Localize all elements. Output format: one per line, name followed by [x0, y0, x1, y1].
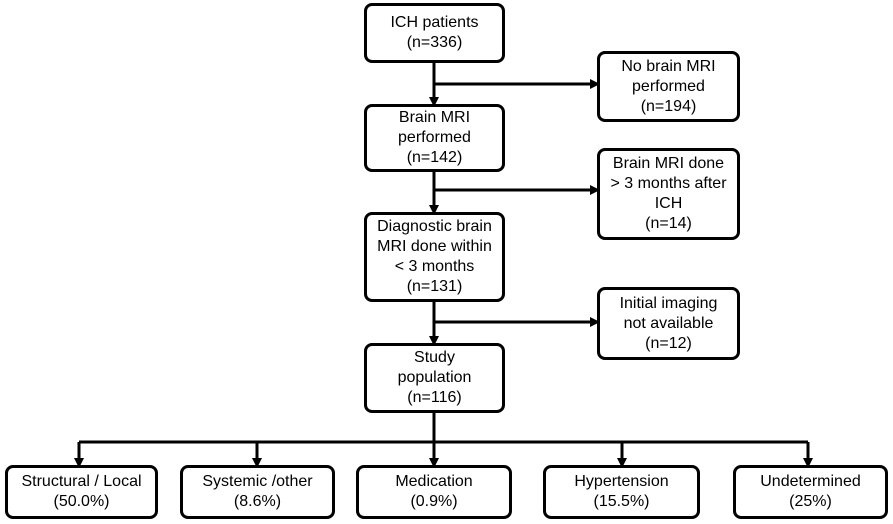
box-brain-mri-performed: Brain MRI performed (n=142) [364, 104, 505, 172]
box-diagnostic-mri-text: Diagnostic brain MRI done within < 3 mon… [377, 218, 492, 295]
box-structural-local-text: Structural / Local (50.0%) [21, 473, 142, 510]
box-diagnostic-mri: Diagnostic brain MRI done within < 3 mon… [364, 212, 505, 302]
box-imaging-not-available-text: Initial imaging not available (n=12) [619, 294, 718, 352]
box-brain-mri-performed-text: Brain MRI performed (n=142) [398, 109, 471, 166]
box-study-population-text: Study population (n=116) [397, 349, 472, 406]
box-structural-local: Structural / Local (50.0%) [5, 465, 158, 519]
box-mri-after-3-months: Brain MRI done > 3 months after ICH (n=1… [597, 148, 740, 240]
box-mri-after-3-months-text: Brain MRI done > 3 months after ICH (n=1… [610, 155, 727, 232]
box-ich-patients: ICH patients (n=336) [364, 3, 505, 63]
box-undetermined: Undetermined (25%) [733, 465, 888, 519]
box-systemic-other-text: Systemic /other (8.6%) [202, 473, 313, 510]
box-hypertension: Hypertension (15.5%) [543, 465, 700, 519]
box-imaging-not-available: Initial imaging not available (n=12) [597, 287, 740, 360]
box-ich-patients-text: ICH patients (n=336) [390, 14, 479, 51]
box-medication-text: Medication (0.9%) [395, 473, 473, 510]
box-systemic-other: Systemic /other (8.6%) [180, 465, 335, 519]
box-study-population: Study population (n=116) [364, 343, 505, 413]
box-no-brain-mri-text: No brain MRI performed (n=194) [621, 57, 716, 115]
box-hypertension-text: Hypertension (15.5%) [574, 473, 669, 510]
box-undetermined-text: Undetermined (25%) [760, 473, 861, 510]
box-medication: Medication (0.9%) [356, 465, 512, 519]
box-no-brain-mri: No brain MRI performed (n=194) [597, 51, 740, 122]
